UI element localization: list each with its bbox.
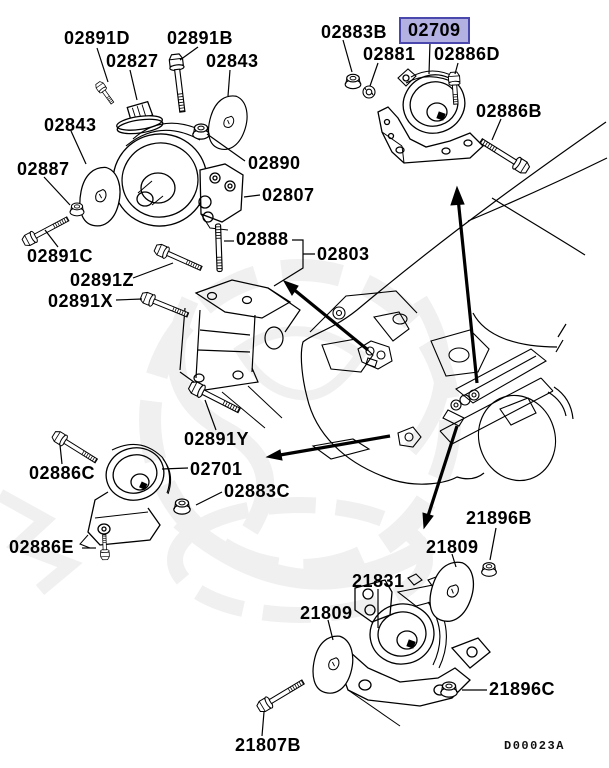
part-label-02891C[interactable]: 02891C: [27, 246, 94, 266]
part-label-02709-highlighted[interactable]: 02709: [399, 17, 470, 44]
part-label-02886E[interactable]: 02886E: [9, 537, 75, 557]
part-label-02886B[interactable]: 02886B: [476, 101, 543, 121]
part-label-02701[interactable]: 02701: [190, 459, 243, 479]
part-label-21807B[interactable]: 21807B: [235, 735, 302, 755]
bolt-02891b-drawing: [167, 52, 191, 114]
part-label-02887[interactable]: 02887: [17, 159, 70, 179]
arrow-to-lower-mount: [422, 425, 459, 530]
bracket-02803-drawing: [179, 279, 301, 429]
bolt-02886d-drawing: [447, 71, 462, 106]
front-mount-location: [357, 340, 393, 370]
damper-21809-left-drawing: [308, 631, 358, 698]
bolt-02886c-drawing: [50, 428, 100, 467]
nut-21896c-drawing: [440, 681, 458, 698]
bolt-02891d-drawing: [93, 80, 117, 106]
car-body-outline: [300, 121, 608, 485]
part-label-02886D[interactable]: 02886D: [434, 44, 501, 64]
bolt-21807b-drawing: [254, 675, 307, 715]
damper-02843-left-drawing: [75, 163, 125, 230]
part-label-02803[interactable]: 02803: [317, 244, 370, 264]
engine-bay-drawing: [309, 290, 554, 460]
part-label-02883B[interactable]: 02883B: [321, 22, 388, 42]
nut-02883c-drawing: [173, 498, 191, 515]
bolt-02886e-drawing: [99, 534, 110, 561]
nut-02883b-drawing: [344, 73, 362, 90]
nut-02890-drawing: [192, 123, 210, 140]
part-label-02843-top[interactable]: 02843: [206, 51, 259, 71]
rear-roll-mount-02709-drawing: [377, 68, 484, 164]
part-label-02881[interactable]: 02881: [363, 44, 416, 64]
arrow-to-left-mount: [265, 434, 391, 461]
stud-02888-drawing: [214, 223, 224, 273]
arrow-to-bracket: [282, 280, 370, 352]
part-label-02891D[interactable]: 02891D: [64, 28, 131, 48]
part-label-02807[interactable]: 02807: [262, 185, 315, 205]
front-roll-mount-drawing: [112, 100, 244, 231]
part-label-02888[interactable]: 02888: [236, 229, 289, 249]
part-label-02827[interactable]: 02827: [106, 51, 159, 71]
part-label-21809-right[interactable]: 21809: [426, 537, 479, 557]
damper-02843-top-drawing: [203, 90, 253, 155]
part-label-21809-left[interactable]: 21809: [300, 603, 353, 623]
part-label-21831[interactable]: 21831: [352, 571, 405, 591]
washer-02881-drawing: [362, 85, 376, 99]
part-label-02891B[interactable]: 02891B: [167, 28, 234, 48]
arrow-to-rear-mount: [450, 185, 479, 384]
part-label-21896B[interactable]: 21896B: [466, 508, 533, 528]
insulator-02827-drawing: [116, 100, 164, 135]
bolt-02891z-drawing: [152, 241, 205, 275]
damper-21809-right-drawing: [423, 555, 481, 628]
leader-lines: [43, 39, 502, 737]
part-label-02883C[interactable]: 02883C: [224, 481, 291, 501]
diagram-code: D00023A: [504, 739, 565, 753]
part-label-02886C[interactable]: 02886C: [29, 463, 96, 483]
nut-02887-drawing: [69, 202, 85, 217]
install-direction-arrows: [265, 185, 479, 530]
part-label-02890[interactable]: 02890: [248, 153, 301, 173]
bolt-02886b-drawing: [476, 134, 532, 177]
part-label-02891Z[interactable]: 02891Z: [70, 270, 135, 290]
mount-02701-drawing: [79, 443, 172, 549]
part-label-02843-left[interactable]: 02843: [44, 115, 97, 135]
rear-mount-location: [442, 389, 480, 427]
nut-21896b-drawing: [481, 562, 497, 577]
part-label-02891Y[interactable]: 02891Y: [184, 429, 250, 449]
part-label-21896C[interactable]: 21896C: [489, 679, 556, 699]
part-label-02891X[interactable]: 02891X: [48, 291, 114, 311]
